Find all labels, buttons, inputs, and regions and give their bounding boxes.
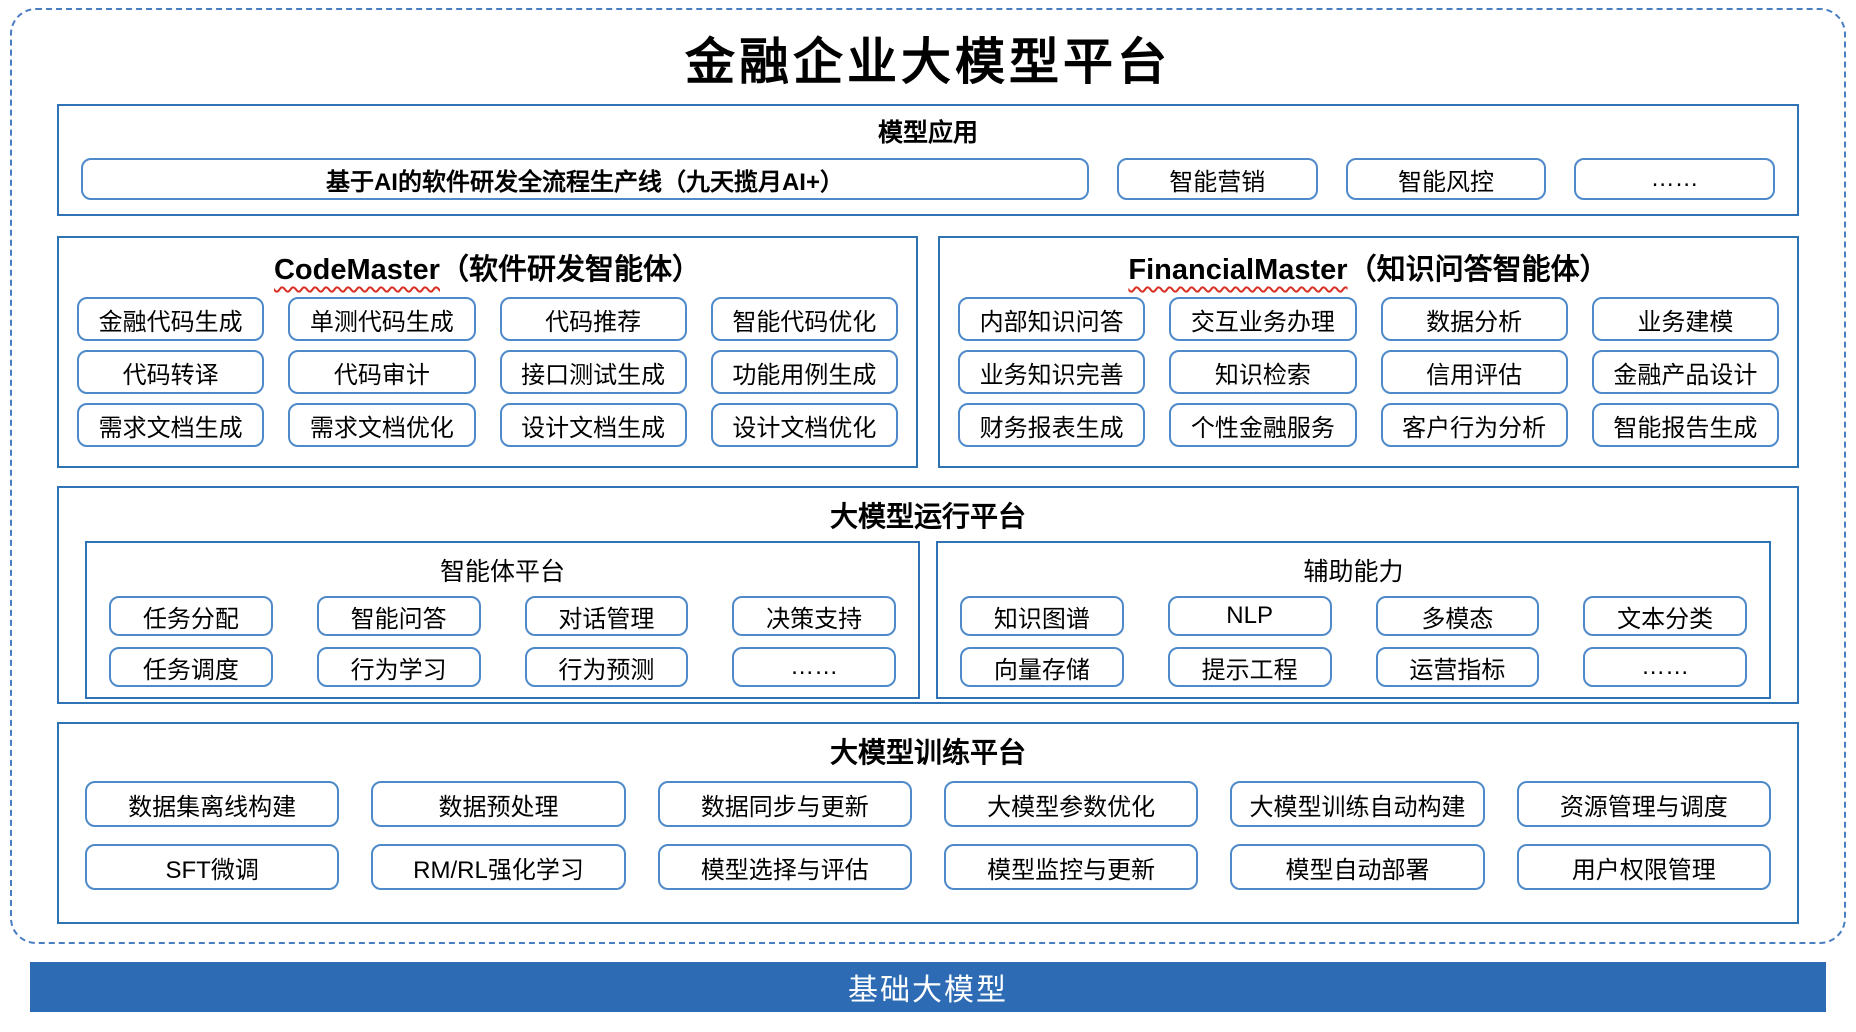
section-runtime-platform: 大模型运行平台 智能体平台 任务分配 智能问答 对话管理 决策支持 任务调度 行… — [57, 486, 1799, 704]
runtime-columns: 智能体平台 任务分配 智能问答 对话管理 决策支持 任务调度 行为学习 行为预测… — [59, 535, 1797, 699]
capability-box: 用户权限管理 — [1516, 844, 1771, 890]
training-title: 大模型训练平台 — [829, 737, 1026, 768]
capability-box: 智能代码优化 — [710, 297, 898, 341]
financialmaster-subtitle: （知识问答智能体） — [1347, 254, 1609, 286]
page-title: 金融企业大模型平台 — [685, 32, 1171, 91]
financialmaster-grid: 内部知识问答 交互业务办理 数据分析 业务建模 业务知识完善 知识检索 信用评估… — [958, 297, 1779, 447]
model-apps-title: 模型应用 — [877, 119, 978, 147]
capability-box: 功能用例生成 — [710, 350, 898, 394]
capability-box: 接口测试生成 — [499, 350, 687, 394]
capability-box: 任务调度 — [109, 647, 273, 687]
capability-box: 大模型训练自动构建 — [1230, 781, 1485, 827]
capability-box: 模型监控与更新 — [943, 844, 1199, 890]
capability-box: 基于AI的软件研发全流程生产线（九天揽月AI+） — [81, 158, 1089, 200]
capability-box: 资源管理与调度 — [1516, 781, 1771, 827]
capability-box: 客户行为分析 — [1380, 403, 1568, 447]
capability-box: 文本分类 — [1583, 596, 1747, 636]
section-financialmaster: FinancialMaster（知识问答智能体） 内部知识问答 交互业务办理 数… — [938, 236, 1799, 468]
capability-box: 金融产品设计 — [1591, 350, 1779, 394]
section-codemaster: CodeMaster（软件研发智能体） 金融代码生成 单测代码生成 代码推荐 智… — [57, 236, 918, 468]
agents-row: CodeMaster（软件研发智能体） 金融代码生成 单测代码生成 代码推荐 智… — [57, 236, 1799, 468]
capability-box: 设计文档生成 — [499, 403, 687, 447]
capability-box: 代码审计 — [288, 350, 476, 394]
codemaster-grid: 金融代码生成 单测代码生成 代码推荐 智能代码优化 代码转译 代码审计 接口测试… — [77, 297, 898, 447]
financialmaster-title: FinancialMaster（知识问答智能体） — [958, 238, 1779, 297]
platform-frame: 金融企业大模型平台 模型应用 基于AI的软件研发全流程生产线（九天揽月AI+） … — [10, 8, 1846, 944]
aux-title: 辅助能力 — [1303, 558, 1404, 586]
subpanel-agent-platform: 智能体平台 任务分配 智能问答 对话管理 决策支持 任务调度 行为学习 行为预测… — [85, 541, 920, 699]
capability-box: 交互业务办理 — [1169, 297, 1357, 341]
capability-box: 运营指标 — [1375, 647, 1540, 687]
capability-box: 信用评估 — [1380, 350, 1568, 394]
capability-box: …… — [732, 647, 896, 687]
agent-platform-title: 智能体平台 — [439, 558, 565, 586]
capability-box: RM/RL强化学习 — [371, 844, 626, 890]
capability-box: …… — [1574, 158, 1775, 200]
capability-box: 决策支持 — [732, 596, 896, 636]
capability-box: 知识图谱 — [960, 596, 1124, 636]
capability-box: …… — [1583, 647, 1747, 687]
codemaster-title: CodeMaster（软件研发智能体） — [77, 238, 898, 297]
agent-platform-grid: 任务分配 智能问答 对话管理 决策支持 任务调度 行为学习 行为预测 …… — [87, 596, 918, 687]
capability-box: 数据同步与更新 — [657, 781, 912, 827]
capability-box: NLP — [1167, 596, 1332, 636]
model-apps-row: 基于AI的软件研发全流程生产线（九天揽月AI+） 智能营销 智能风控 …… — [59, 149, 1797, 200]
base-model-bar: 基础大模型 — [30, 962, 1826, 1012]
capability-box: SFT微调 — [85, 844, 340, 890]
capability-box: 单测代码生成 — [288, 297, 476, 341]
capability-box: 智能报告生成 — [1591, 403, 1779, 447]
capability-box: 大模型参数优化 — [943, 781, 1199, 827]
capability-box: 模型选择与评估 — [657, 844, 912, 890]
capability-box: 个性金融服务 — [1169, 403, 1357, 447]
capability-box: 模型自动部署 — [1230, 844, 1485, 890]
capability-box: 行为预测 — [524, 647, 689, 687]
capability-box: 行为学习 — [316, 647, 481, 687]
capability-box: 多模态 — [1375, 596, 1540, 636]
subpanel-aux-capabilities: 辅助能力 知识图谱 NLP 多模态 文本分类 向量存储 提示工程 运营指标 …… — [936, 541, 1771, 699]
capability-box: 智能问答 — [316, 596, 481, 636]
capability-box: 提示工程 — [1167, 647, 1332, 687]
codemaster-name: CodeMaster — [273, 254, 440, 286]
codemaster-subtitle: （软件研发智能体） — [439, 254, 701, 286]
capability-box: 向量存储 — [960, 647, 1124, 687]
capability-box: 智能营销 — [1116, 158, 1318, 200]
capability-box: 数据集离线构建 — [85, 781, 340, 827]
capability-box: 业务建模 — [1591, 297, 1779, 341]
financialmaster-name: FinancialMaster — [1128, 254, 1348, 286]
capability-box: 金融代码生成 — [77, 297, 265, 341]
section-model-apps: 模型应用 基于AI的软件研发全流程生产线（九天揽月AI+） 智能营销 智能风控 … — [57, 104, 1799, 216]
capability-box: 需求文档生成 — [77, 403, 265, 447]
capability-box: 知识检索 — [1169, 350, 1357, 394]
capability-box: 需求文档优化 — [288, 403, 476, 447]
capability-box: 业务知识完善 — [958, 350, 1146, 394]
capability-box: 数据预处理 — [371, 781, 626, 827]
section-training-platform: 大模型训练平台 数据集离线构建 数据预处理 数据同步与更新 大模型参数优化 大模… — [57, 722, 1799, 924]
capability-box: 内部知识问答 — [958, 297, 1146, 341]
training-grid: 数据集离线构建 数据预处理 数据同步与更新 大模型参数优化 大模型训练自动构建 … — [59, 771, 1797, 890]
capability-box: 智能风控 — [1345, 158, 1547, 200]
capability-box: 财务报表生成 — [958, 403, 1146, 447]
capability-box: 代码推荐 — [499, 297, 687, 341]
capability-box: 任务分配 — [109, 596, 273, 636]
runtime-title: 大模型运行平台 — [829, 501, 1026, 532]
aux-grid: 知识图谱 NLP 多模态 文本分类 向量存储 提示工程 运营指标 …… — [938, 596, 1769, 687]
capability-box: 代码转译 — [77, 350, 265, 394]
capability-box: 对话管理 — [524, 596, 689, 636]
capability-box: 数据分析 — [1380, 297, 1568, 341]
capability-box: 设计文档优化 — [710, 403, 898, 447]
